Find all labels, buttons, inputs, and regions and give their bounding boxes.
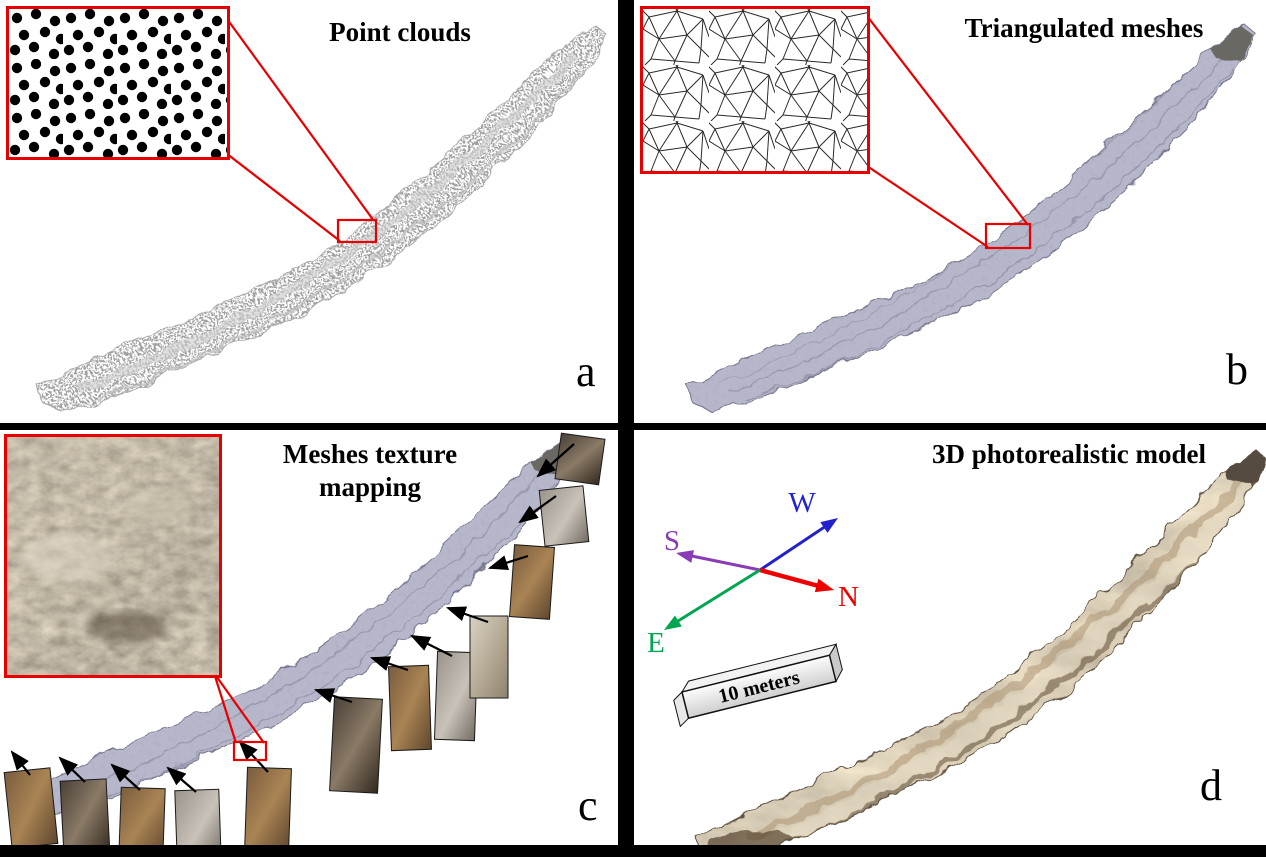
compass-arrow-w bbox=[759, 520, 833, 572]
panel-c-letter: c bbox=[578, 781, 598, 830]
callout-line bbox=[863, 163, 989, 248]
panel-texture-mapping: Meshes texture mapping c bbox=[0, 430, 618, 845]
compass-label-w: W bbox=[788, 487, 816, 519]
point-cloud-inset bbox=[6, 6, 230, 160]
panel-c-title: Meshes texture mapping bbox=[282, 439, 458, 502]
compass-rose: W S N E bbox=[647, 487, 859, 659]
callout-line bbox=[212, 672, 238, 744]
compass-arrowhead-e bbox=[664, 615, 682, 630]
compass-label-e: E bbox=[647, 627, 665, 659]
rock-texture-zoom bbox=[7, 437, 219, 675]
compass-arrowhead-s bbox=[676, 550, 694, 563]
point-dots-zoom bbox=[9, 9, 227, 157]
panel-b-letter: b bbox=[1226, 345, 1248, 394]
panel-a-letter: a bbox=[576, 347, 596, 396]
compass-arrow-n bbox=[759, 567, 827, 591]
panel-a-title: Point clouds bbox=[329, 17, 471, 47]
panel-point-clouds: Point clouds a bbox=[0, 0, 618, 423]
panel-d-letter: d bbox=[1200, 761, 1222, 810]
compass-label-n: N bbox=[838, 581, 859, 613]
compass-label-s: S bbox=[664, 525, 680, 557]
callout-rect bbox=[232, 740, 268, 762]
photorealistic-scene: W S N E 10 meters bbox=[647, 447, 1266, 845]
triangulation-zoom bbox=[643, 9, 867, 171]
panel-d-title: 3D photorealistic model bbox=[932, 439, 1206, 469]
callout-line bbox=[213, 672, 265, 744]
callout-line bbox=[221, 149, 341, 242]
rock-texture-inset bbox=[4, 434, 222, 678]
callout-rect bbox=[984, 222, 1032, 250]
panel-b-title: Triangulated meshes bbox=[964, 13, 1204, 43]
compass-arrow-e bbox=[669, 568, 761, 628]
photorealistic-band bbox=[697, 447, 1266, 845]
compass-arrow-s bbox=[681, 552, 761, 572]
texture-mapping-arrows bbox=[10, 443, 575, 793]
scale-bar: 10 meters bbox=[673, 643, 843, 728]
compass-arrowhead-n bbox=[814, 578, 834, 593]
mesh-wireframe-inset bbox=[640, 6, 870, 174]
panel-triangulated-meshes: Triangulated meshes b bbox=[634, 0, 1266, 423]
callout-line bbox=[863, 11, 1029, 226]
panel-photorealistic-model: W S N E 10 meters 3D photorealistic mode… bbox=[634, 430, 1266, 845]
compass-arrowhead-w bbox=[820, 518, 838, 533]
texture-photo-tiles bbox=[3, 432, 606, 845]
callout-rect bbox=[336, 218, 378, 244]
callout-line bbox=[221, 11, 375, 222]
